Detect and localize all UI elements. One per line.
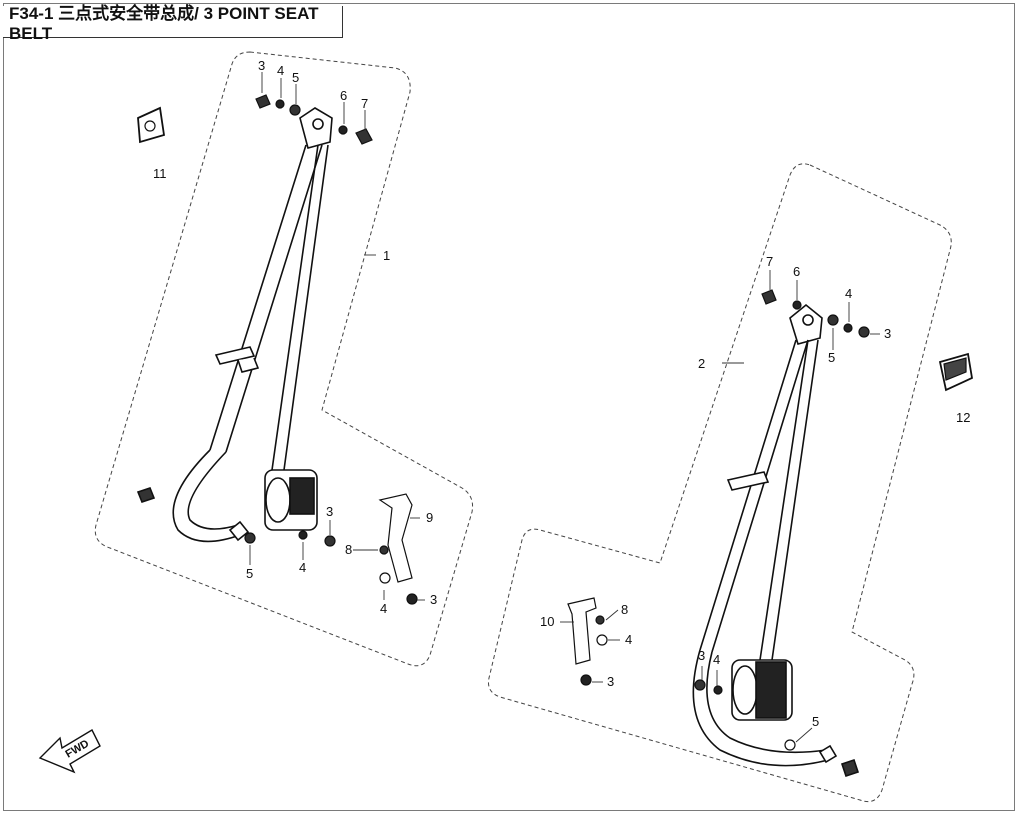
callout-label: 11 <box>153 166 167 181</box>
callout-label: 5 <box>292 70 299 85</box>
forward-direction-arrow: FWD <box>38 729 101 774</box>
callout-label: 3 <box>258 58 265 73</box>
callout-label: 9 <box>426 510 433 525</box>
callout-label: 5 <box>828 350 835 365</box>
callout-label: 4 <box>299 560 306 575</box>
callout-label: 7 <box>361 96 368 111</box>
callout-label: 12 <box>956 410 970 425</box>
callout-label: 8 <box>621 602 628 617</box>
right-webbing-retractor <box>759 339 819 661</box>
callout-label: 4 <box>713 652 720 667</box>
callout-label: 3 <box>326 504 333 519</box>
left-bracket-9 <box>378 493 413 583</box>
callout-label: 4 <box>380 601 387 616</box>
left-lower-anchor <box>228 520 250 542</box>
callout-label: 6 <box>793 264 800 279</box>
right-hardware <box>567 289 974 751</box>
callout-label: 4 <box>845 286 852 301</box>
right-assembly-outline <box>488 163 952 803</box>
right-webbing-lap <box>692 649 829 767</box>
callout-label: 3 <box>607 674 614 689</box>
left-webbing-shoulder <box>209 144 323 453</box>
right-belt-guide <box>726 471 770 491</box>
left-webbing-lap <box>172 449 241 543</box>
callout-leaders <box>249 72 880 743</box>
callout-label: 5 <box>812 714 819 729</box>
right-bracket-10 <box>567 597 597 665</box>
callout-labels: 3 4 5 6 7 11 1 3 9 8 4 5 4 3 7 6 4 3 5 2… <box>153 58 970 729</box>
left-webbing-retractor <box>271 144 329 471</box>
callout-label: 3 <box>430 592 437 607</box>
left-hardware <box>137 94 418 605</box>
diagram-frame <box>3 3 1015 811</box>
callout-label: 5 <box>246 566 253 581</box>
right-seat-belt <box>692 303 860 778</box>
callout-label: 3 <box>698 648 705 663</box>
right-lower-anchor <box>818 744 838 764</box>
callout-label: 10 <box>540 614 554 629</box>
callout-label: 8 <box>345 542 352 557</box>
callout-label: 7 <box>766 254 773 269</box>
callout-label: 1 <box>383 248 390 263</box>
right-webbing-shoulder <box>699 339 809 653</box>
callout-label: 4 <box>277 63 284 78</box>
callout-label: 2 <box>698 356 705 371</box>
callout-label: 4 <box>625 632 632 647</box>
left-assembly-outline <box>94 51 473 667</box>
left-belt-guide <box>214 346 256 365</box>
callout-label: 6 <box>340 88 347 103</box>
callout-label: 3 <box>884 326 891 341</box>
left-seat-belt <box>136 107 333 543</box>
